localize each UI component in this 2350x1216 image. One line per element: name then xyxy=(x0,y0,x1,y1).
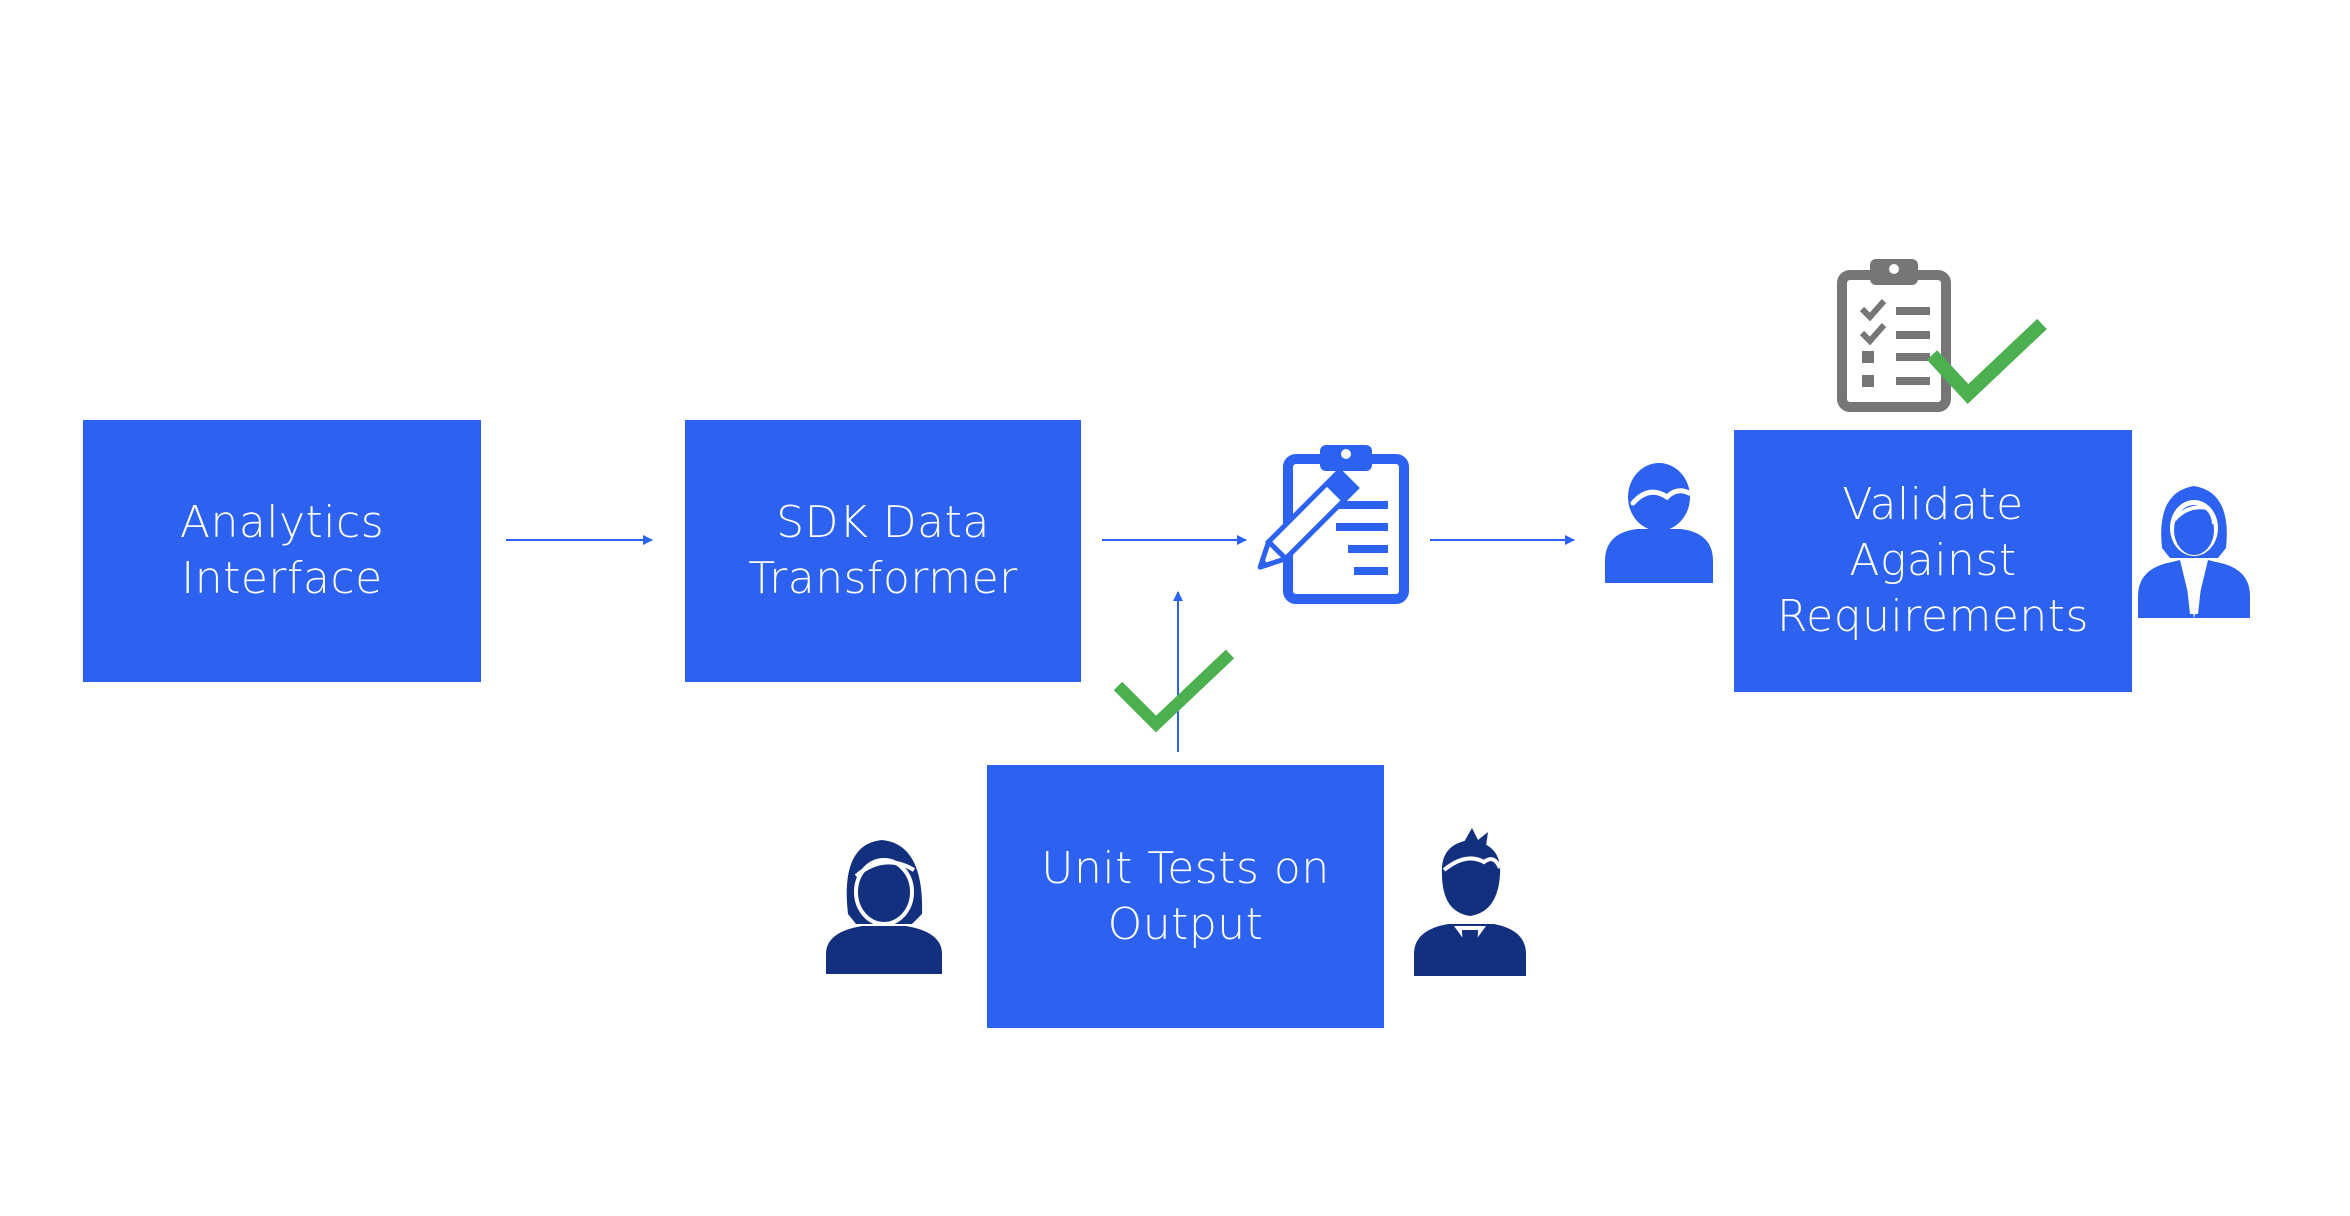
woman-icon xyxy=(826,840,942,974)
node-sdk-data-transformer: SDK Data Transformer xyxy=(685,420,1081,682)
check-icon xyxy=(1113,649,1235,733)
node-analytics-interface-label: Analytics Interface xyxy=(179,497,385,604)
node-validate-requirements-label: Validate Against Requirements xyxy=(1777,479,2089,642)
woman-icon xyxy=(2138,486,2250,618)
node-unit-tests-label: Unit Tests on Output xyxy=(1041,842,1330,950)
clipboard-checklist-icon xyxy=(1837,259,1951,412)
node-validate-requirements: Validate Against Requirements xyxy=(1734,430,2132,692)
node-unit-tests: Unit Tests on Output xyxy=(987,765,1384,1028)
man-icon xyxy=(1605,463,1713,583)
boy-icon xyxy=(1414,828,1526,976)
check-icon xyxy=(1926,318,2047,404)
node-analytics-interface: Analytics Interface xyxy=(83,420,481,682)
node-sdk-data-transformer-label: SDK Data Transformer xyxy=(748,497,1018,604)
clipboard-pencil-icon xyxy=(1257,445,1409,604)
